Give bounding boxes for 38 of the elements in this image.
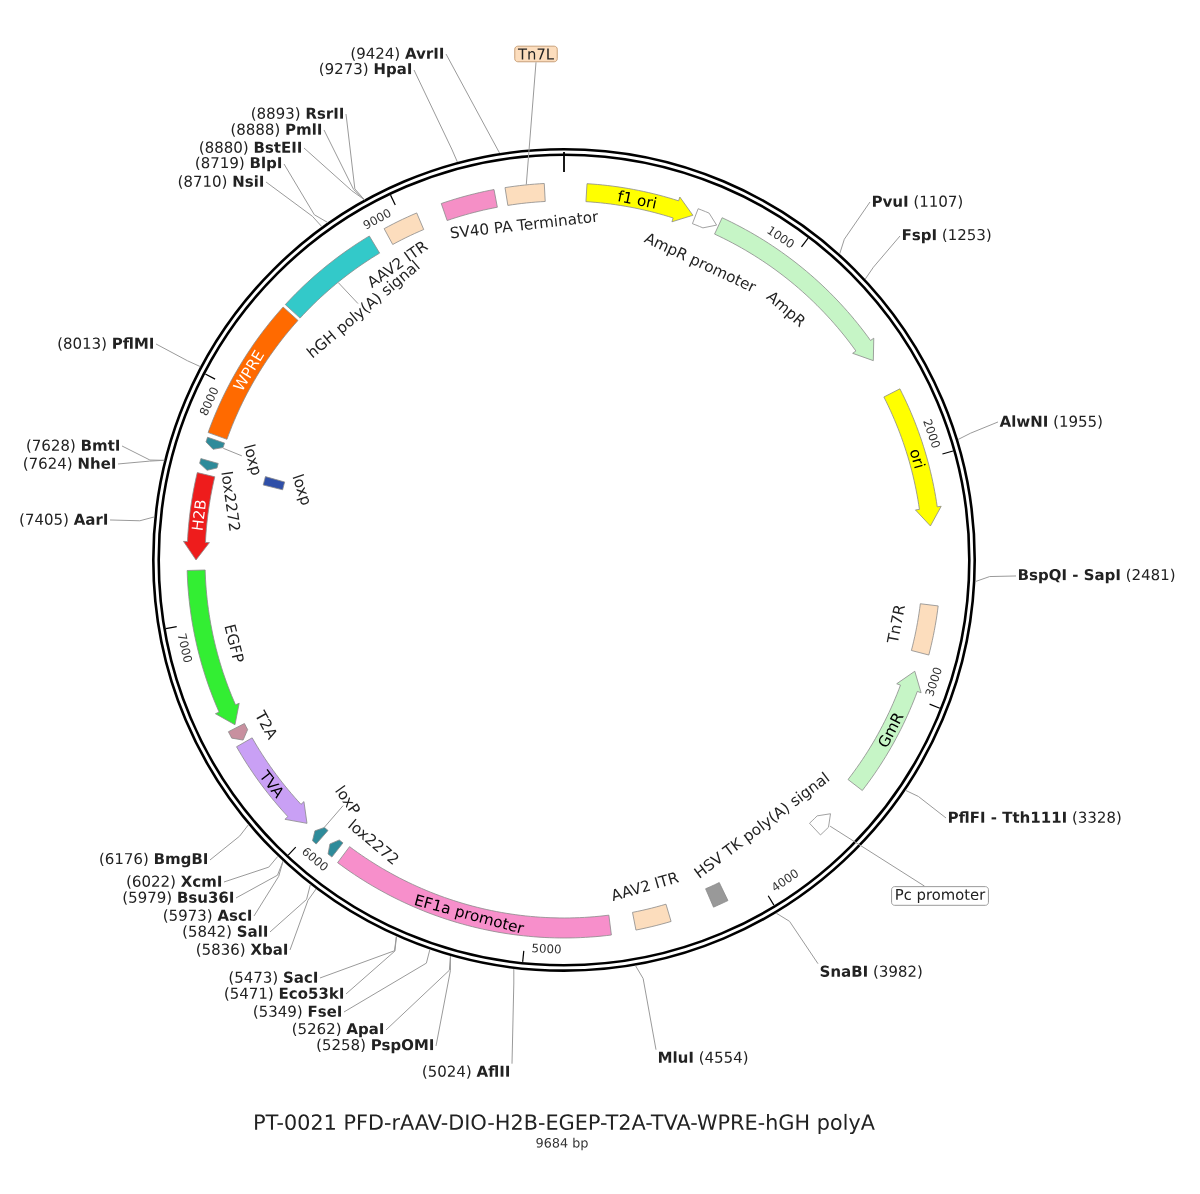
feature-block	[312, 827, 329, 845]
leader-line	[345, 113, 365, 201]
leader-line	[209, 824, 249, 861]
leader-line	[324, 805, 344, 828]
feature-block	[205, 436, 225, 450]
leader-line	[222, 447, 243, 457]
leader-line	[829, 825, 926, 887]
leader-line	[905, 789, 947, 819]
leader-line	[109, 516, 155, 522]
leader-line	[289, 888, 317, 951]
leader-line	[319, 935, 397, 979]
leader-line	[235, 860, 284, 899]
leader-line	[283, 163, 329, 223]
leader-line	[445, 53, 501, 154]
leader-line	[413, 69, 458, 163]
leader-line	[343, 949, 431, 1013]
leader-line	[121, 445, 165, 461]
leader-line	[323, 129, 365, 201]
leader-line	[337, 282, 359, 305]
leader-line	[635, 965, 657, 1051]
leader-line	[303, 147, 365, 201]
leader-line	[385, 955, 451, 1031]
leader-line	[957, 421, 999, 441]
leader-line	[775, 912, 819, 965]
leader-line	[253, 860, 284, 917]
leader-line	[155, 343, 201, 368]
leader-line	[864, 235, 901, 280]
title: PT-0021 PFD-rAAV-DIO-H2B-EGEP-T2A-TVA-WPRE-hGH polyA	[255, 1113, 875, 1135]
leader-line	[511, 968, 515, 1065]
leader-line	[525, 61, 537, 185]
leader-line	[265, 181, 323, 228]
leader-line	[345, 935, 397, 995]
leader-line	[269, 884, 311, 933]
leader-line	[974, 575, 1017, 583]
leader-line	[839, 201, 871, 255]
leader-line	[223, 855, 279, 883]
feature-block	[809, 813, 831, 836]
feature-block	[504, 183, 546, 206]
